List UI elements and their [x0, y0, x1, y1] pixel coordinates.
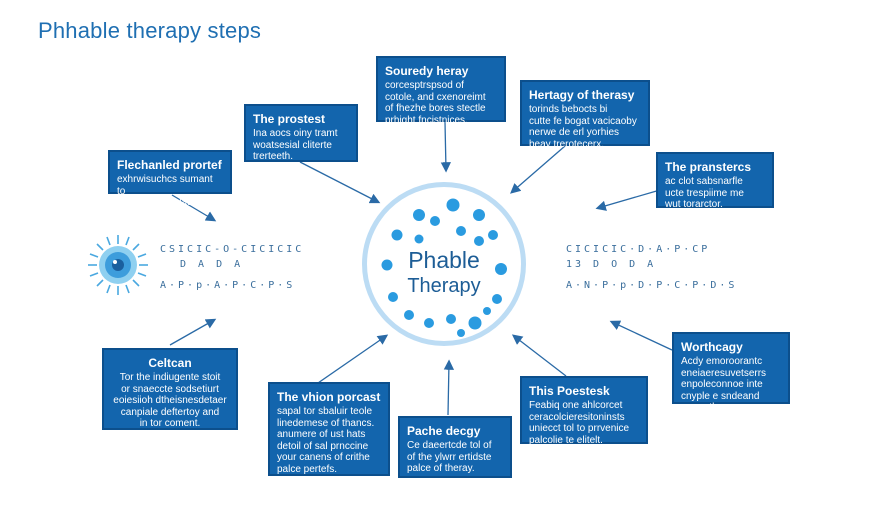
- step-body: torinds bebocts bi cutte fe bogat vacica…: [529, 104, 637, 150]
- arrow-celtcan: [169, 318, 217, 346]
- hub-label-line1: Phable: [408, 247, 480, 273]
- sequence-right-top: CICICIC·D·A·P·CP: [566, 244, 711, 255]
- arrow-hertagy: [510, 145, 566, 194]
- step-heading: The pranstercs: [665, 160, 752, 174]
- arrow-prostest: [299, 161, 381, 204]
- central-hub: Phable Therapy: [362, 182, 526, 346]
- step-heading: The prostest: [253, 112, 326, 126]
- step-box-vhion: The vhion porcast sapal tor sbaluir teol…: [268, 382, 390, 476]
- step-box-poestesk: This Poestesk Feabiq one ahlcorcet cerac…: [520, 376, 648, 446]
- step-box-prostest: The prostest Ina aocs oiny tramt woatses…: [244, 104, 358, 162]
- step-body: Feabiq one ahlcorcet ceracolcieresitonin…: [529, 400, 630, 446]
- step-body: sapal tor sbaluir teole linedemese of th…: [277, 406, 375, 475]
- step-heading: Celtcan: [148, 356, 192, 370]
- step-body: corcesptrspsod of cotole, and cxenoreimt…: [385, 80, 486, 126]
- sequence-left-top: CSICIC-O-CICICIC: [160, 244, 305, 255]
- step-box-hertagy: Hertagy of therasy torinds bebocts bi cu…: [520, 80, 650, 150]
- arrow-pranstercs: [595, 189, 661, 211]
- step-box-celtcan: Celtcan Tor the indiugente stoit or snae…: [102, 348, 238, 430]
- sun-icon: [88, 235, 148, 295]
- step-body: Tor the indiugente stoit or snaeccte sod…: [113, 372, 227, 429]
- step-heading: The vhion porcast: [277, 390, 381, 404]
- arrow-souredy: [440, 121, 452, 173]
- step-body: exhrwisuchcs sumant to thison mense latt…: [117, 174, 213, 208]
- sequence-left-bot: A·P·p·A·P·C·P·S: [160, 280, 296, 291]
- sequence-right-bot: A·N·P·p·D·P·C·P·D·S: [566, 280, 738, 291]
- step-heading: Worthcagy: [681, 340, 743, 354]
- sequence-right-mid: 13 D O D A: [566, 259, 657, 270]
- sequence-left-mid: D A D A: [180, 259, 244, 270]
- arrow-poestesk: [511, 334, 567, 377]
- hub-label-line2: Therapy: [407, 275, 481, 297]
- step-body: Ina aocs oiny tramt woatsesial cliterte …: [253, 128, 338, 162]
- step-body: Acdy emoroorantc eneiaeresuvetserrs enpo…: [681, 356, 767, 413]
- arrow-pache: [443, 359, 455, 416]
- step-box-pranstercs: The pranstercs ac clot sabsnarfle ucte t…: [656, 152, 774, 210]
- step-heading: Souredy heray: [385, 64, 469, 78]
- step-box-flechanled: Flechanled prortef exhrwisuchcs sumant t…: [108, 150, 232, 208]
- diagram-title: Phhable therapy steps: [38, 18, 262, 43]
- arrow-worthcagy: [609, 320, 673, 351]
- step-heading: Flechanled prortef: [117, 158, 222, 172]
- step-heading: Pache decgy: [407, 424, 481, 438]
- step-heading: This Poestesk: [529, 384, 610, 398]
- step-box-souredy: Souredy heray corcesptrspsod of cotole, …: [376, 56, 506, 126]
- step-body: ac clot sabsnarfle ucte trespiime me wut…: [665, 176, 744, 210]
- hub-dots: [381, 198, 507, 337]
- step-body: Ce daeertcde tol of of the ylwrr ertidst…: [407, 440, 492, 474]
- arrow-flechanled: [171, 194, 217, 222]
- step-box-worthcagy: Worthcagy Acdy emoroorantc eneiaeresuvet…: [672, 332, 790, 413]
- arrow-vhion: [317, 334, 389, 384]
- step-heading: Hertagy of therasy: [529, 88, 635, 102]
- step-box-pache: Pache decgy Ce daeertcde tol of of the y…: [398, 416, 512, 478]
